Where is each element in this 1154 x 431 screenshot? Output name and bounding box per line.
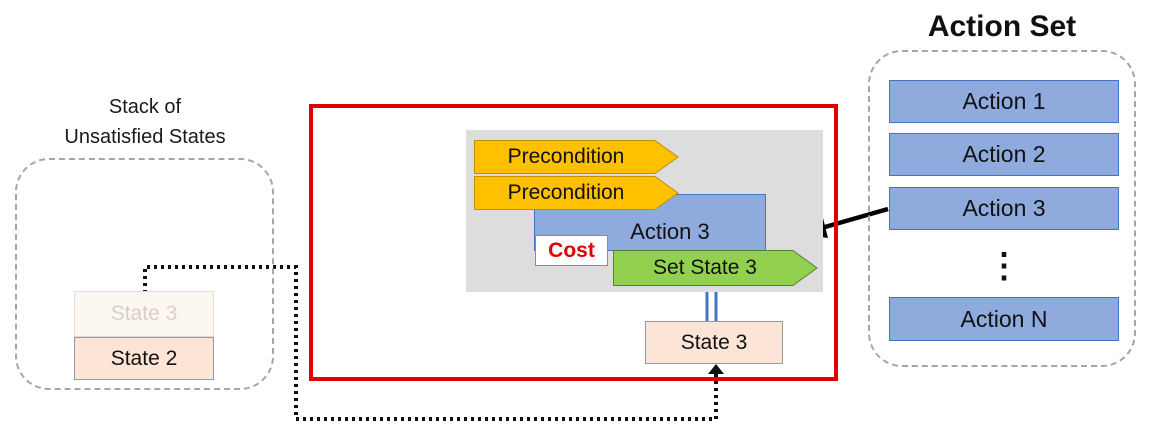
action-set-item-2: Action 2: [889, 133, 1119, 176]
precondition-arrow-2: [474, 176, 679, 210]
stack-item-state-3: State 3: [74, 291, 214, 337]
action-set-ellipsis: ⋮: [987, 247, 1021, 285]
dotted-connector-arrowhead: [708, 364, 724, 374]
stack-group: [15, 158, 274, 390]
action-set-item-3: Action 3: [889, 187, 1119, 230]
planner-highlight-box: [309, 104, 838, 381]
action-set-title: Action Set: [927, 10, 1077, 43]
stack-item-state-2: State 2: [74, 337, 214, 380]
action-box-label: Action 3: [630, 219, 710, 244]
precondition-label-1: Precondition: [507, 145, 625, 168]
select-action-arrow: [817, 206, 889, 232]
stack-title-line2: Unsatisfied States: [64, 126, 226, 148]
stack-title: Stack of Unsatisfied States: [15, 92, 275, 152]
effect-arrow: [613, 250, 818, 286]
action-set-item-1: Action 1: [889, 80, 1119, 123]
cost-label: Cost: [535, 235, 608, 266]
action-set-item-n: Action N: [889, 297, 1119, 341]
action-set-group: [868, 50, 1136, 367]
dotted-connector: [143, 265, 718, 421]
effect-label: Set State 3: [653, 256, 757, 279]
precondition-label-2: Precondition: [507, 181, 625, 204]
result-state: State 3: [645, 321, 783, 364]
stack-title-line1: Stack of: [108, 96, 182, 118]
precondition-arrow-1: [474, 140, 679, 174]
